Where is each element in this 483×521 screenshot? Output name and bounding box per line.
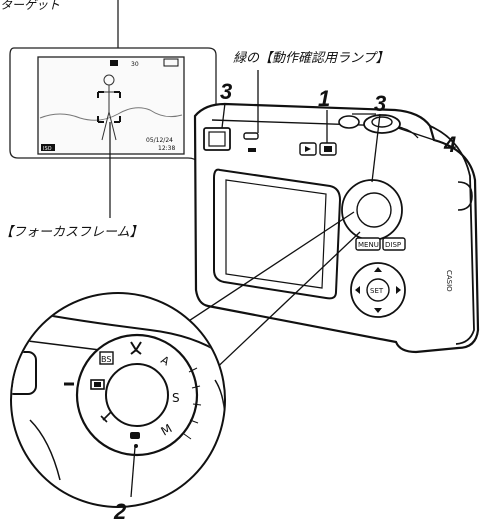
mag-side-button [12,351,37,395]
top-cropped-label: ターゲット [0,0,60,12]
leader-2 [130,446,136,498]
lcd-bottom-left: ISO [43,146,52,152]
macro-flower-icon [130,341,142,355]
callout-3-left: 3 [220,79,232,104]
menu-button-label: MENU [358,241,379,249]
mode-bs-box [99,351,114,365]
menu-button[interactable] [355,237,381,251]
leader-3-left [221,102,226,129]
easy-mode-icon [100,411,112,423]
callout-2: 2 [113,499,127,521]
green-lamp-indicator [248,148,256,152]
focus-frame-label: 【フォーカスフレーム】 [0,225,143,240]
leader-3-right-b [371,113,381,183]
set-button-label: SET [370,287,384,295]
strap-lug [457,181,473,211]
leader-4 [397,127,444,144]
lcd-preview-bubble: 30 05/12/24 12:38 ISO [9,47,231,211]
mode-dial-center [105,363,169,427]
lcd-preview-screen [37,56,185,155]
callout-3-right: 3 [374,91,386,116]
movie-mode-icon [130,432,140,439]
camera-body: MENU DISP SET CASIO [193,102,480,354]
disp-button[interactable] [382,237,406,251]
power-button[interactable] [338,115,360,129]
flash-icon [110,60,118,66]
lcd-time: 12:38 [158,145,175,152]
lcd-bottom-left-box [41,144,55,151]
lcd-top-icon-2: 30 [131,61,139,68]
focus-frame [97,91,121,123]
person-silhouette [100,74,118,141]
mode-scale-s: S [172,391,180,405]
mode-dial-magnified: BS A S M [10,292,226,508]
disp-button-label: DISP [385,241,401,249]
brand-label: CASIO [445,270,453,292]
battery-icon [163,58,179,67]
callout-1: 1 [318,86,330,111]
green-lamp [243,132,259,140]
lcd-date: 05/12/24 [146,137,173,144]
callout-4: 4 [443,132,456,157]
landscape-line [39,107,183,121]
mode-bs-label: BS [101,355,111,364]
set-button[interactable] [366,278,390,302]
green-lamp-label: 緑の【動作確認用ランプ】 [233,51,389,66]
